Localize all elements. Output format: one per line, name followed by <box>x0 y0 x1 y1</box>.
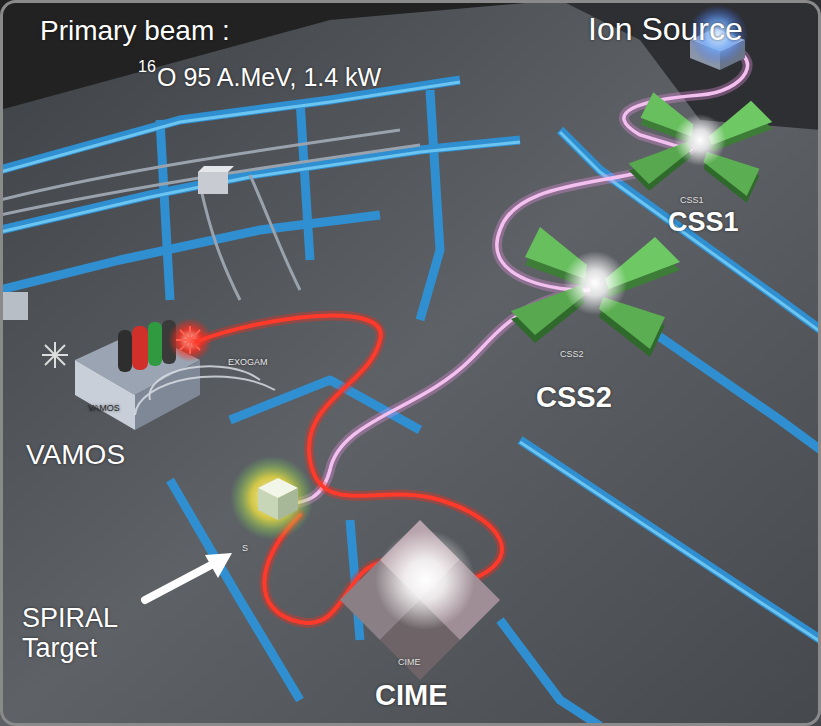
cyclotron-label: CIME <box>375 680 448 712</box>
source-label: Ion Source <box>588 12 743 47</box>
target-label: SPIRAL Target <box>22 604 152 663</box>
spectrometer-label: VAMOS <box>26 440 125 471</box>
machine-tag: CSS2 <box>560 350 584 360</box>
machine-tag: S <box>242 544 248 554</box>
machine-tag: VAMOS <box>88 404 120 414</box>
machine-tag: CSS1 <box>680 196 704 206</box>
machine-tag: CIME <box>398 658 421 668</box>
cyclotron-label: CSS1 <box>668 208 739 238</box>
cyclotron-label: CSS2 <box>536 382 612 414</box>
beam-parameters: O 95 A.MeV, 1.4 kW <box>157 64 381 92</box>
detector-tag: EXOGAM <box>228 358 268 368</box>
heading-label: Primary beam : <box>40 16 230 47</box>
mass-number: 16 <box>138 58 156 76</box>
